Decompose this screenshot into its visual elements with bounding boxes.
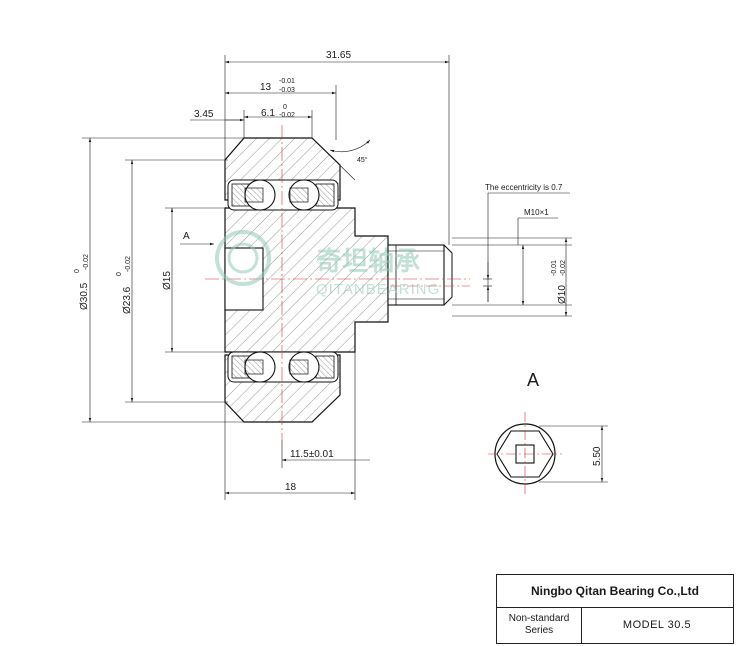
left-dimensions [82,137,244,423]
bottom-dimensions [224,352,370,500]
dim-inner-diameter-tol-upper: 0 [116,272,123,276]
dim-body-width-tol-lower: -0.03 [279,87,295,94]
dim-outer-diameter-tol-lower: -0.02 [83,254,90,270]
dim-body-width: 13 [260,82,272,93]
model-number: MODEL 30.5 [622,619,692,631]
view-a: A 5.50 [488,370,608,496]
dim-body-width-tol-upper: -0.01 [279,78,295,85]
top-dimensions [190,55,450,245]
dim-inner-diameter-tol-lower: -0.02 [125,256,132,272]
series-line-2: Series [524,625,554,636]
dim-shaft-diameter: Ø10 [557,285,568,304]
dim-bearing-width-tol-upper: 0 [283,104,287,111]
series-cell: Non-standard Series [497,607,582,643]
dim-shaft-diameter-tol-lower: -0.02 [560,260,567,276]
right-dimensions [452,192,572,317]
dim-offset: 3.45 [194,109,214,120]
dim-bore-diameter: Ø15 [162,271,173,290]
dim-outer-diameter: Ø30.5 [79,282,90,310]
dim-outer-diameter-tol-upper: 0 [74,269,81,273]
watermark: 奇坦轴承 QITANBEARING [215,230,440,298]
watermark-logo: 奇坦轴承 [316,246,420,276]
dim-bearing-width-tol-lower: -0.02 [279,112,295,119]
note-thread: M10×1 [524,208,549,217]
dim-bearing-width: 6.1 [261,108,275,119]
threaded-shaft [387,244,445,306]
watermark-brand: QITANBEARING [316,281,440,298]
dim-center-distance: 11.5±0.01 [290,449,334,460]
title-block: Ningbo Qitan Bearing Co.,Ltd Non-standar… [496,574,734,644]
upper-bearings [227,179,339,211]
dim-hex-height: 5.50 [592,446,603,466]
dim-chamfer-angle: 45° [357,156,368,164]
company-name: Ningbo Qitan Bearing Co.,Ltd [497,575,733,608]
section-marker-a: A [183,231,190,242]
view-a-title: A [527,370,539,390]
dim-shaft-diameter-tol-upper: -0.01 [551,260,558,276]
dim-overall-length: 31.65 [326,50,351,61]
series-line-1: Non-standard [508,613,570,624]
dim-hub-length: 18 [285,482,297,493]
note-eccentricity: The eccentricity is 0.7 [485,183,563,192]
dim-inner-diameter: Ø23.6 [122,286,133,314]
lower-bearings [227,351,339,383]
